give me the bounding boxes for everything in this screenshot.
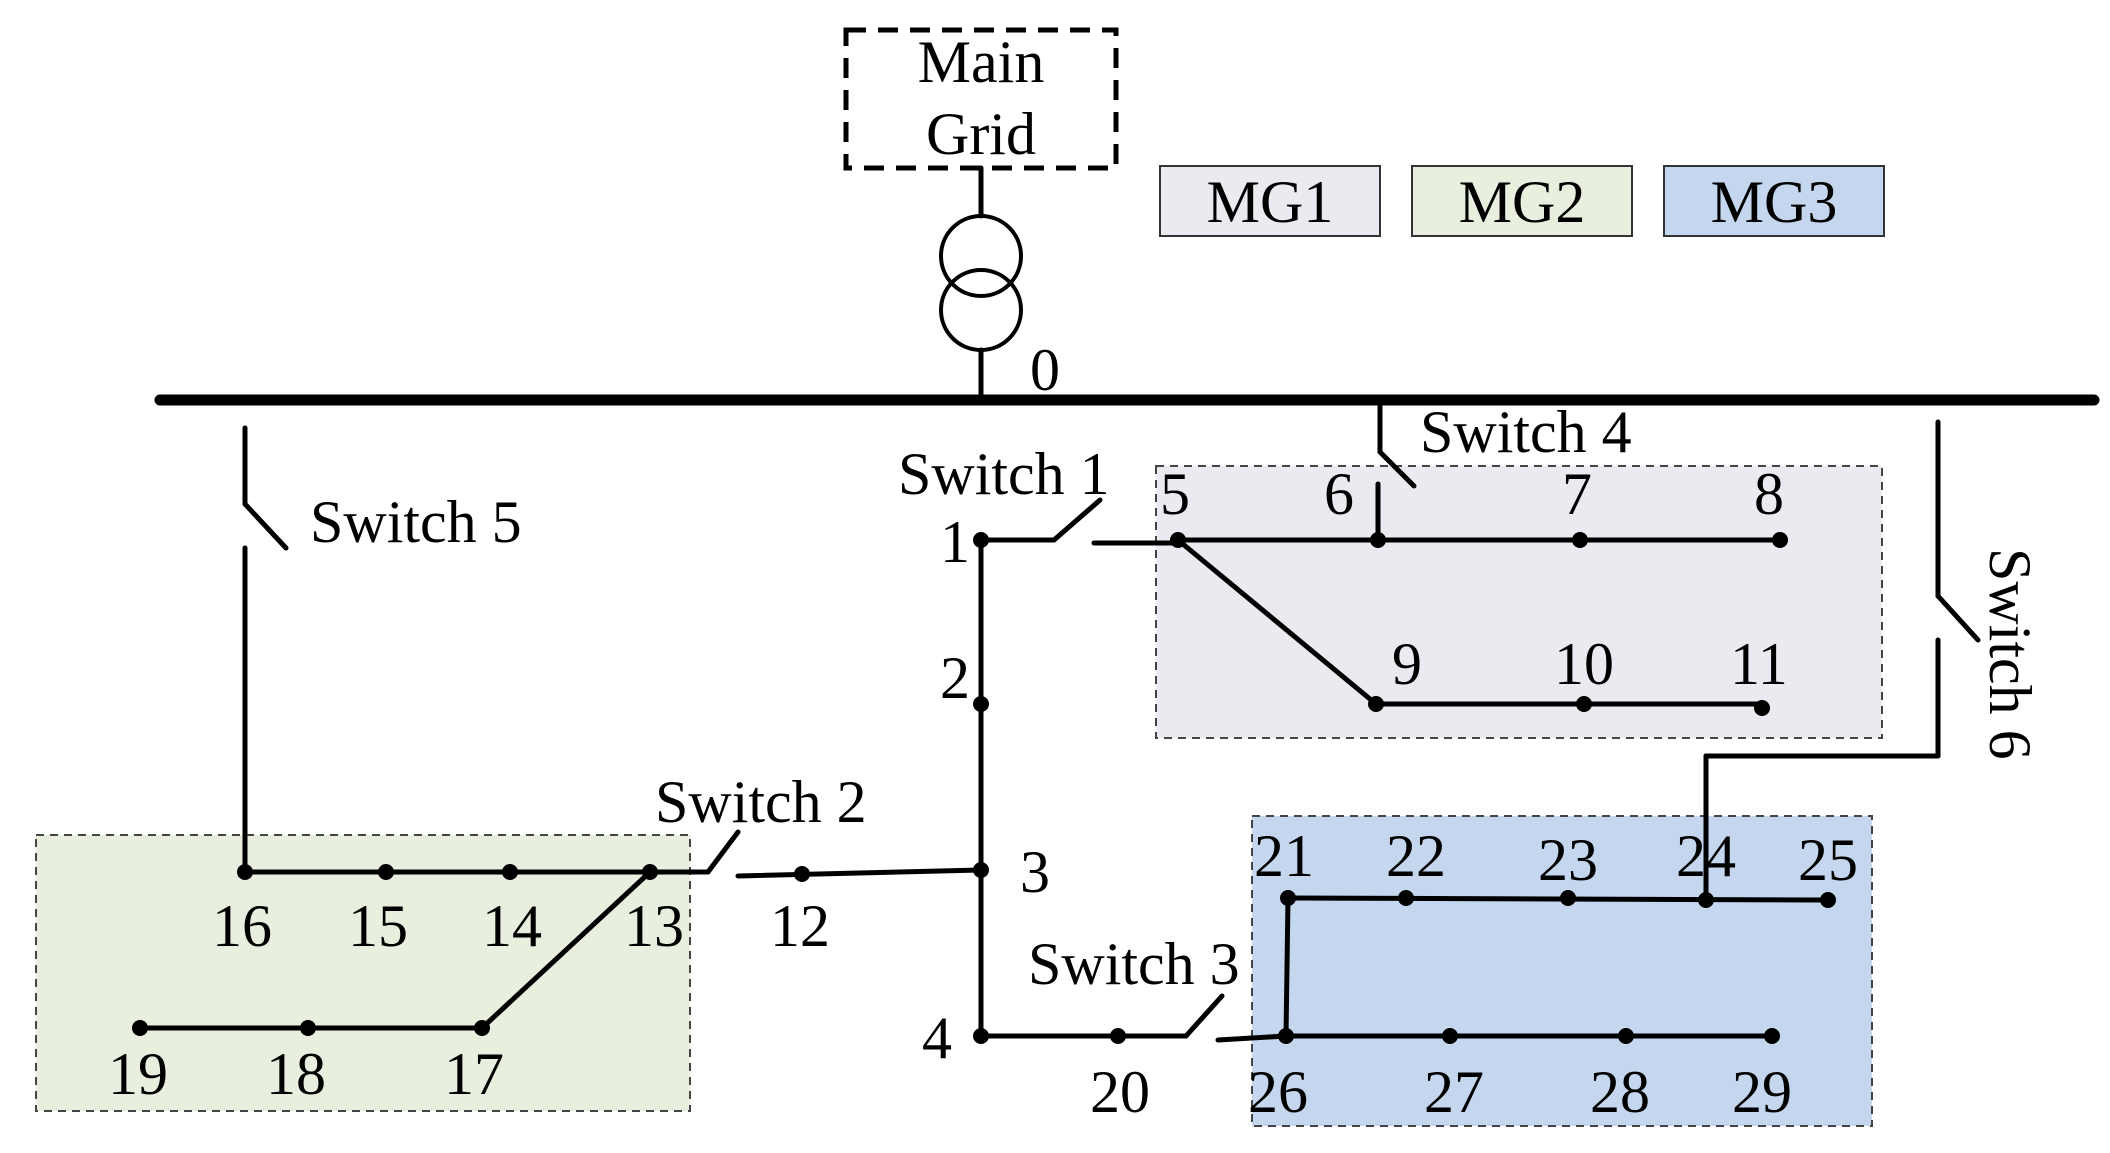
node-label-19: 19 [108, 1041, 168, 1107]
legend-mg2-swatch [1411, 165, 1633, 237]
node-2-dot [973, 696, 989, 712]
node-13-dot [642, 864, 658, 880]
node-19-dot [132, 1020, 148, 1036]
switch-1 [978, 497, 1181, 546]
mg3-region [1251, 815, 1873, 1127]
node-label-18: 18 [266, 1041, 326, 1107]
node-12-dot [794, 866, 810, 882]
transformer-symbol [939, 165, 1023, 403]
main-grid-label-line2: Grid [926, 101, 1036, 167]
node-label-5: 5 [1160, 461, 1190, 527]
node-18-dot [300, 1020, 316, 1036]
switch-5-label: Switch 5 [310, 489, 522, 555]
node-8-dot [1772, 532, 1788, 548]
legend-mg1-label: MG1 [1207, 169, 1334, 235]
node-label-17: 17 [444, 1041, 504, 1107]
legend-mg3-label: MG3 [1711, 169, 1838, 235]
node-5-dot [1170, 532, 1186, 548]
node-23-dot [1560, 890, 1576, 906]
node-label-12: 12 [770, 893, 830, 959]
node-label-7: 7 [1562, 461, 1592, 527]
switch-4 [1375, 401, 1417, 543]
node-9-dot [1368, 696, 1384, 712]
line-5-9 [1175, 537, 1379, 707]
mg1-region [1155, 465, 1883, 739]
node-label-20: 20 [1090, 1059, 1150, 1125]
node-label-1: 1 [940, 509, 970, 575]
node-label-28: 28 [1590, 1059, 1650, 1125]
node-label-4: 4 [922, 1005, 952, 1071]
node-label-10: 10 [1554, 631, 1614, 697]
node-label-2: 2 [940, 645, 970, 711]
node-6-dot [1370, 532, 1386, 548]
node-label-25: 25 [1798, 827, 1858, 893]
node-label-3: 3 [1020, 839, 1050, 905]
node-20-dot [1110, 1028, 1126, 1044]
node-11-dot [1754, 700, 1770, 716]
node-27-dot [1442, 1028, 1458, 1044]
node-3-dot [973, 862, 989, 878]
switch-2-label: Switch 2 [655, 769, 867, 835]
mg2-region [35, 834, 691, 1112]
node-17-dot [474, 1020, 490, 1036]
main-grid-box [843, 27, 1119, 171]
legend-mg3-swatch [1663, 165, 1885, 237]
node-25-dot [1820, 892, 1836, 908]
node-label-16: 16 [212, 893, 272, 959]
node-label-15: 15 [348, 893, 408, 959]
node-4-dot [973, 1028, 989, 1044]
node-label-13: 13 [624, 893, 684, 959]
legend: MG1 MG2 MG3 [1159, 165, 1885, 237]
node-7-dot [1572, 532, 1588, 548]
node-10-dot [1576, 696, 1592, 712]
node-21-dot [1280, 890, 1296, 906]
node-26-dot [1278, 1028, 1294, 1044]
node-dots [132, 532, 1836, 1044]
main-grid-label-line1: Main [918, 29, 1045, 95]
line-13-17 [479, 869, 653, 1031]
line-21-25 [1285, 895, 1831, 903]
node-15-dot [378, 864, 394, 880]
switch-3 [978, 993, 1289, 1043]
line-21-26 [1283, 895, 1291, 1039]
node-label-22: 22 [1386, 823, 1446, 889]
switch-6 [1703, 419, 1981, 903]
node-16-dot [237, 864, 253, 880]
switch-2 [705, 829, 984, 879]
node-label-27: 27 [1424, 1059, 1484, 1125]
node-1-dot [973, 532, 989, 548]
node-label-21: 21 [1254, 823, 1314, 889]
node-28-dot [1618, 1028, 1634, 1044]
node-label-9: 9 [1392, 631, 1422, 697]
node-label-24: 24 [1676, 823, 1736, 889]
switch-5 [242, 425, 289, 875]
node-label-11: 11 [1730, 631, 1788, 697]
node-24-dot [1698, 892, 1714, 908]
node-22-dot [1398, 890, 1414, 906]
legend-mg2-label: MG2 [1459, 169, 1586, 235]
switch-3-label: Switch 3 [1028, 931, 1240, 997]
bus-label-0: 0 [1030, 337, 1060, 403]
node-label-29: 29 [1732, 1059, 1792, 1125]
node-label-23: 23 [1538, 827, 1598, 893]
legend-mg1-swatch [1159, 165, 1381, 237]
node-labels: 1 2 3 4 5 6 7 8 9 10 11 12 13 14 15 16 1… [108, 461, 1858, 1125]
switch-4-label: Switch 4 [1420, 399, 1632, 465]
node-label-6: 6 [1324, 461, 1354, 527]
switch-6-label: Switch 6 [1977, 548, 2043, 760]
node-label-8: 8 [1754, 461, 1784, 527]
node-label-26: 26 [1248, 1059, 1308, 1125]
node-29-dot [1764, 1028, 1780, 1044]
node-label-14: 14 [482, 893, 542, 959]
switch-1-label: Switch 1 [898, 441, 1110, 507]
node-14-dot [502, 864, 518, 880]
